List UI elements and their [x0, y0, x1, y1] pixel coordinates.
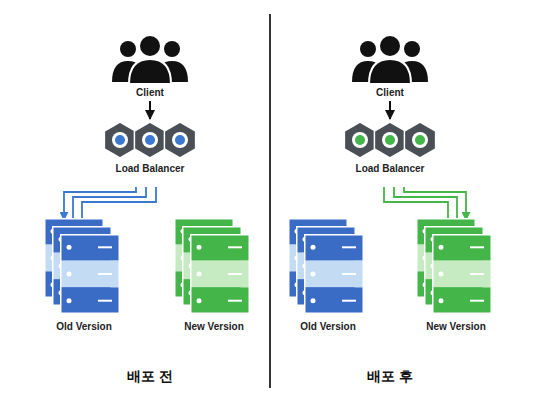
client-group: Client — [110, 34, 190, 100]
server-stack: Old Version — [286, 218, 370, 340]
load-balancer: Load Balancer — [100, 120, 200, 186]
node-label: Client — [110, 87, 190, 98]
node-label: Old Version — [42, 321, 126, 332]
connector-line — [149, 101, 151, 119]
connector-line — [404, 187, 466, 220]
node-icon-shape — [344, 122, 435, 158]
node-icon — [44, 218, 124, 318]
node-label: New Version — [172, 321, 256, 332]
server-stack: Old Version — [42, 218, 126, 340]
node-icon — [416, 218, 496, 318]
node-icon — [288, 218, 368, 318]
client-group: Client — [350, 34, 430, 100]
node-icon — [110, 34, 190, 84]
connector — [390, 101, 391, 119]
node-icon-shape — [112, 35, 188, 84]
node-icon — [350, 34, 430, 84]
node-icon — [342, 120, 438, 160]
node-label: New Version — [414, 321, 498, 332]
server-stack: New Version — [172, 218, 256, 340]
connector-line — [82, 187, 156, 220]
panel-caption: 배포 후 — [340, 368, 440, 386]
connector — [150, 101, 151, 119]
server-stack: New Version — [414, 218, 498, 340]
connector-line — [389, 101, 391, 119]
node-icon-shape — [44, 218, 120, 314]
node-icon — [174, 218, 254, 318]
panel-divider — [269, 14, 271, 388]
node-icon — [102, 120, 198, 160]
connector-line — [73, 187, 146, 220]
node-label: Load Balancer — [100, 163, 200, 174]
node-icon-shape — [174, 218, 250, 314]
connector-line — [64, 187, 136, 220]
node-label: Client — [350, 87, 430, 98]
node-icon-shape — [352, 35, 428, 84]
node-label: Load Balancer — [340, 163, 440, 174]
connector-line — [384, 187, 448, 220]
node-icon-shape — [288, 218, 364, 314]
panel-caption: 배포 전 — [100, 368, 200, 386]
connector — [64, 187, 156, 220]
node-label: Old Version — [286, 321, 370, 332]
load-balancer: Load Balancer — [340, 120, 440, 186]
connector — [384, 187, 466, 220]
node-icon-shape — [416, 218, 492, 314]
node-icon-shape — [104, 122, 195, 158]
connector-line — [394, 187, 457, 220]
